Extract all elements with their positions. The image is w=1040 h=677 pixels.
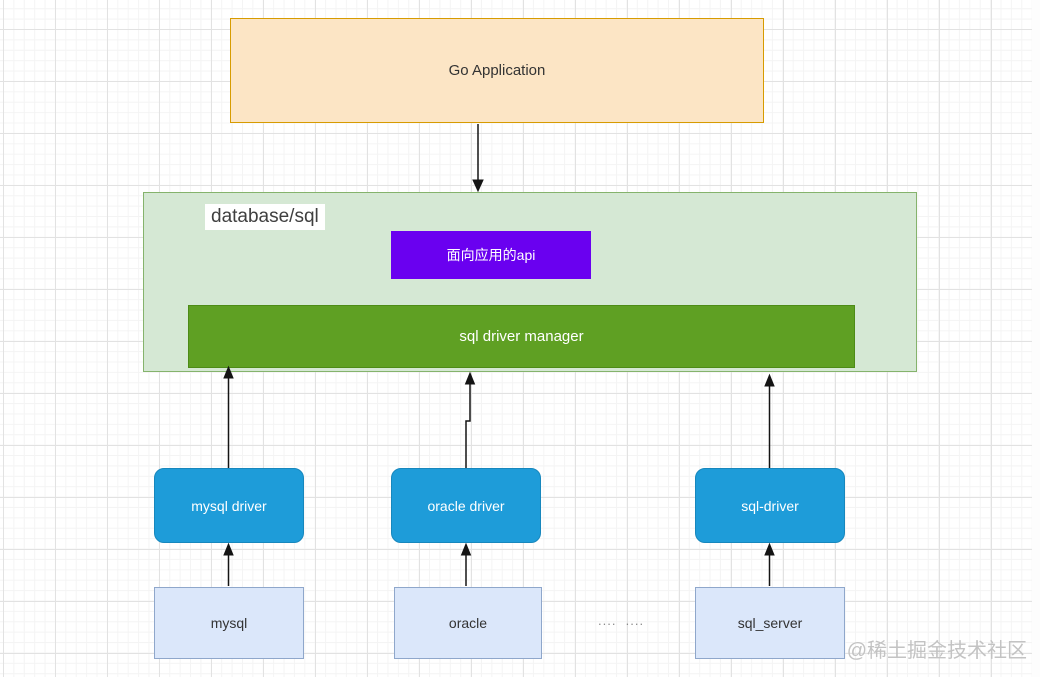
- node-go-application-label: Go Application: [448, 62, 546, 79]
- node-oracle-driver-label: oracle driver: [427, 497, 505, 514]
- node-sql-driver: sql-driver: [695, 468, 845, 543]
- arrow-oracledriver-up: [465, 384, 471, 468]
- right-edge-strip: [1032, 0, 1040, 677]
- node-go-application: Go Application: [230, 18, 764, 123]
- node-database-sql-label: database/sql: [205, 204, 325, 230]
- node-oracle-db: oracle: [394, 587, 542, 659]
- node-mysql-driver: mysql driver: [154, 468, 304, 543]
- node-sql-driver-manager: sql driver manager: [188, 305, 855, 368]
- arrowhead-sqlserver-to-driver: [764, 542, 775, 556]
- node-sql-server-db-label: sql_server: [737, 615, 803, 631]
- node-api-label: 面向应用的api: [446, 247, 536, 263]
- node-mysql-db: mysql: [154, 587, 304, 659]
- node-mysql-driver-label: mysql driver: [191, 497, 267, 514]
- arrowhead-goapp-to-dbsql: [472, 179, 484, 193]
- ellipsis-dots: .... ....: [598, 613, 645, 628]
- arrowhead-oracle-to-driver: [460, 542, 472, 556]
- arrowhead-mysql-to-driver: [223, 542, 234, 556]
- node-sql-server-db: sql_server: [695, 587, 845, 659]
- node-api: 面向应用的api: [391, 231, 591, 279]
- arrowhead-sqldriver-up: [764, 373, 775, 387]
- arrowhead-oracledriver-up: [464, 371, 476, 385]
- node-sql-driver-manager-label: sql driver manager: [459, 328, 584, 345]
- node-oracle-driver: oracle driver: [391, 468, 541, 543]
- node-sql-driver-label: sql-driver: [741, 497, 799, 514]
- node-mysql-db-label: mysql: [210, 615, 248, 631]
- watermark-text: @稀土掘金技术社区: [846, 640, 1027, 662]
- node-oracle-db-label: oracle: [448, 615, 488, 631]
